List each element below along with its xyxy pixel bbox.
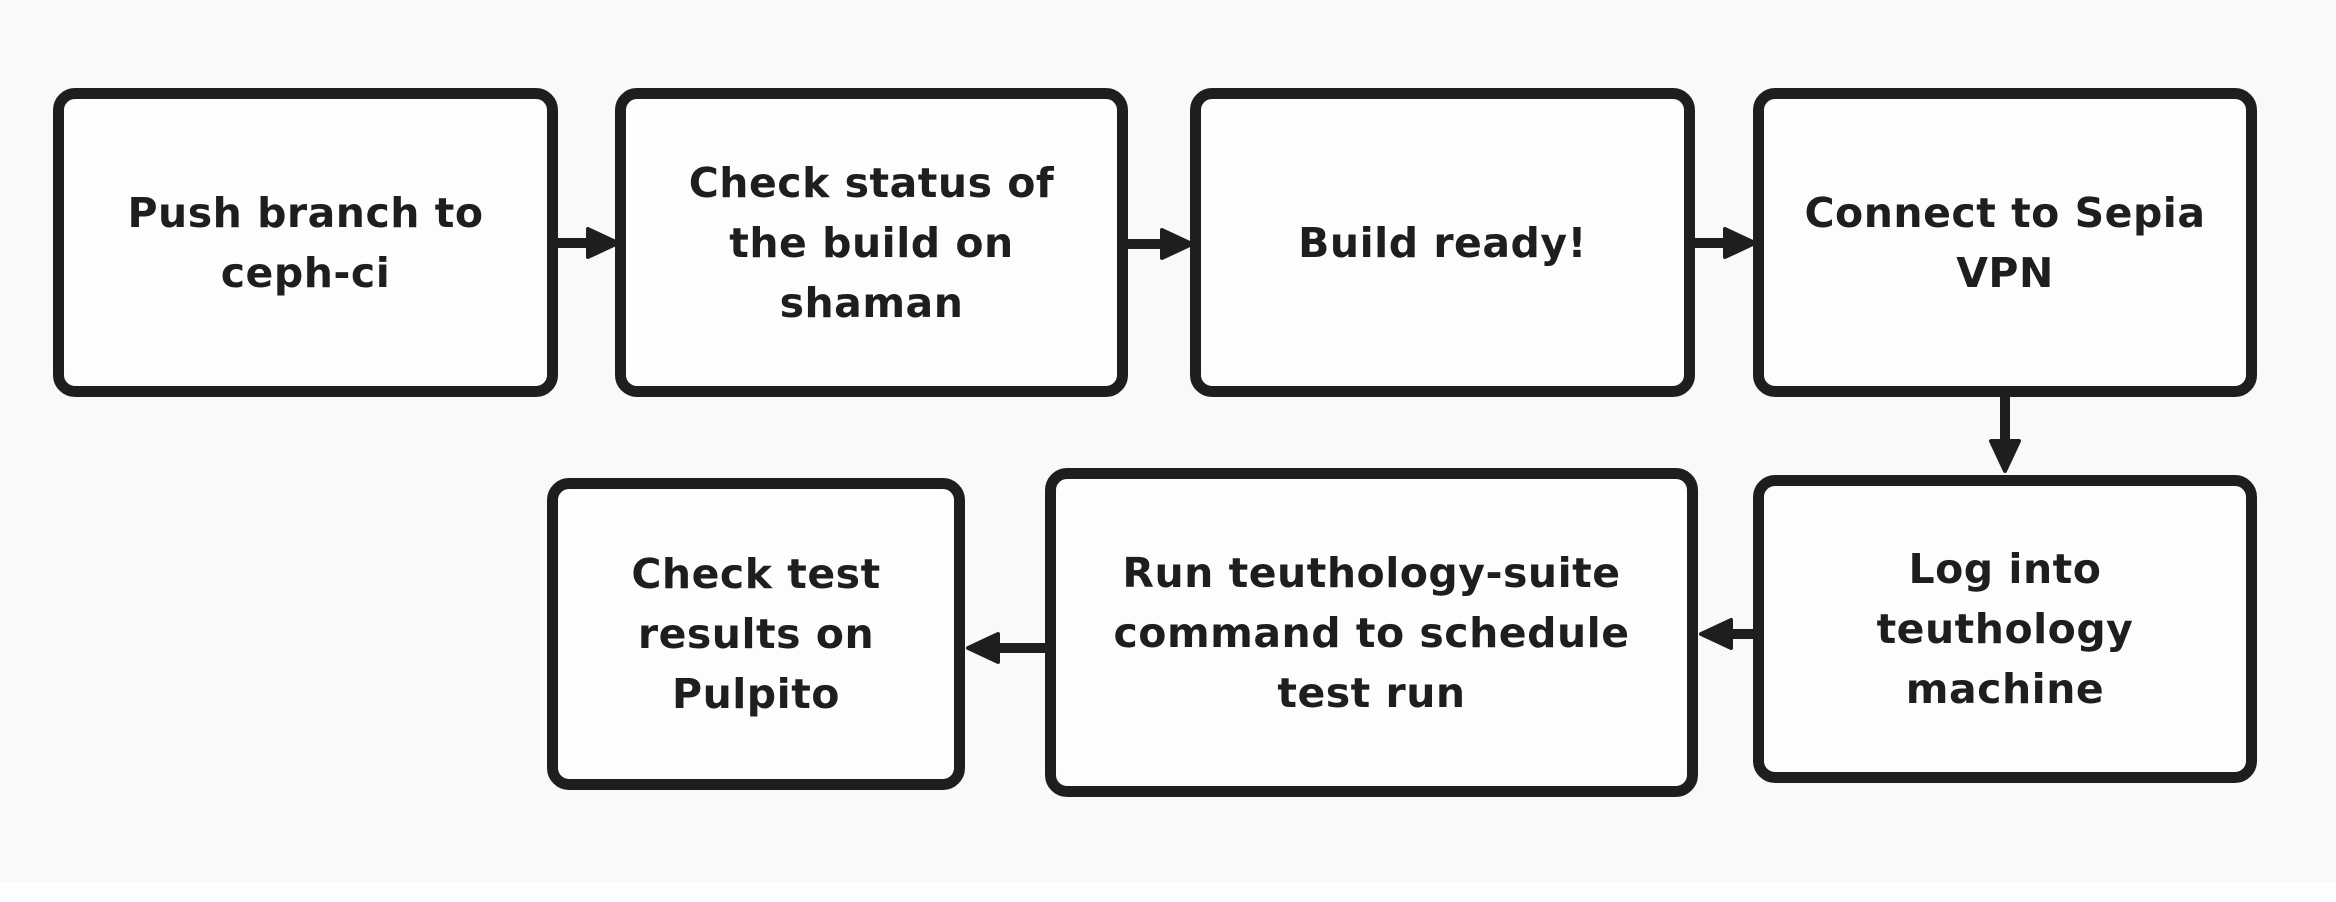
flow-node-label: Build ready!: [1298, 218, 1587, 267]
arrowhead-right-icon: [1723, 227, 1757, 259]
arrowhead-down-icon: [1989, 439, 2021, 473]
flow-node-build-ready: Build ready!: [1190, 88, 1695, 397]
flow-node-label: Connect to Sepia VPN: [1804, 188, 2206, 297]
flow-node-label: Log into teuthology machine: [1876, 545, 2134, 713]
arrowhead-left-icon: [966, 632, 1000, 664]
arrowhead-left-icon: [1699, 618, 1733, 650]
arrow-vpn-to-log: [1989, 392, 2021, 473]
arrow-check-to-ready: [1123, 228, 1194, 260]
flow-node-connect-vpn: Connect to Sepia VPN: [1753, 88, 2257, 397]
flow-node-label: Check test results on Pulpito: [631, 550, 881, 718]
flow-node-run-suite: Run teuthology-suite command to schedule…: [1045, 468, 1698, 797]
flow-node-check-results: Check test results on Pulpito: [547, 478, 965, 790]
flow-node-push-branch: Push branch to ceph-ci: [53, 88, 558, 397]
arrow-ready-to-vpn: [1690, 227, 1757, 259]
arrow-push-to-check: [553, 227, 620, 259]
arrow-log-to-run: [1699, 618, 1758, 650]
flow-node-log-teuthology: Log into teuthology machine: [1753, 475, 2257, 783]
flow-node-check-status: Check status of the build on shaman: [615, 88, 1128, 397]
arrowhead-right-icon: [586, 227, 620, 259]
arrowhead-right-icon: [1160, 228, 1194, 260]
flow-node-label: Push branch to ceph-ci: [127, 188, 484, 297]
bottom-strip: [0, 882, 2336, 902]
flow-node-label: Check status of the build on shaman: [688, 158, 1055, 327]
arrow-run-to-results: [966, 632, 1050, 664]
flow-node-label: Run teuthology-suite command to schedule…: [1113, 548, 1630, 717]
